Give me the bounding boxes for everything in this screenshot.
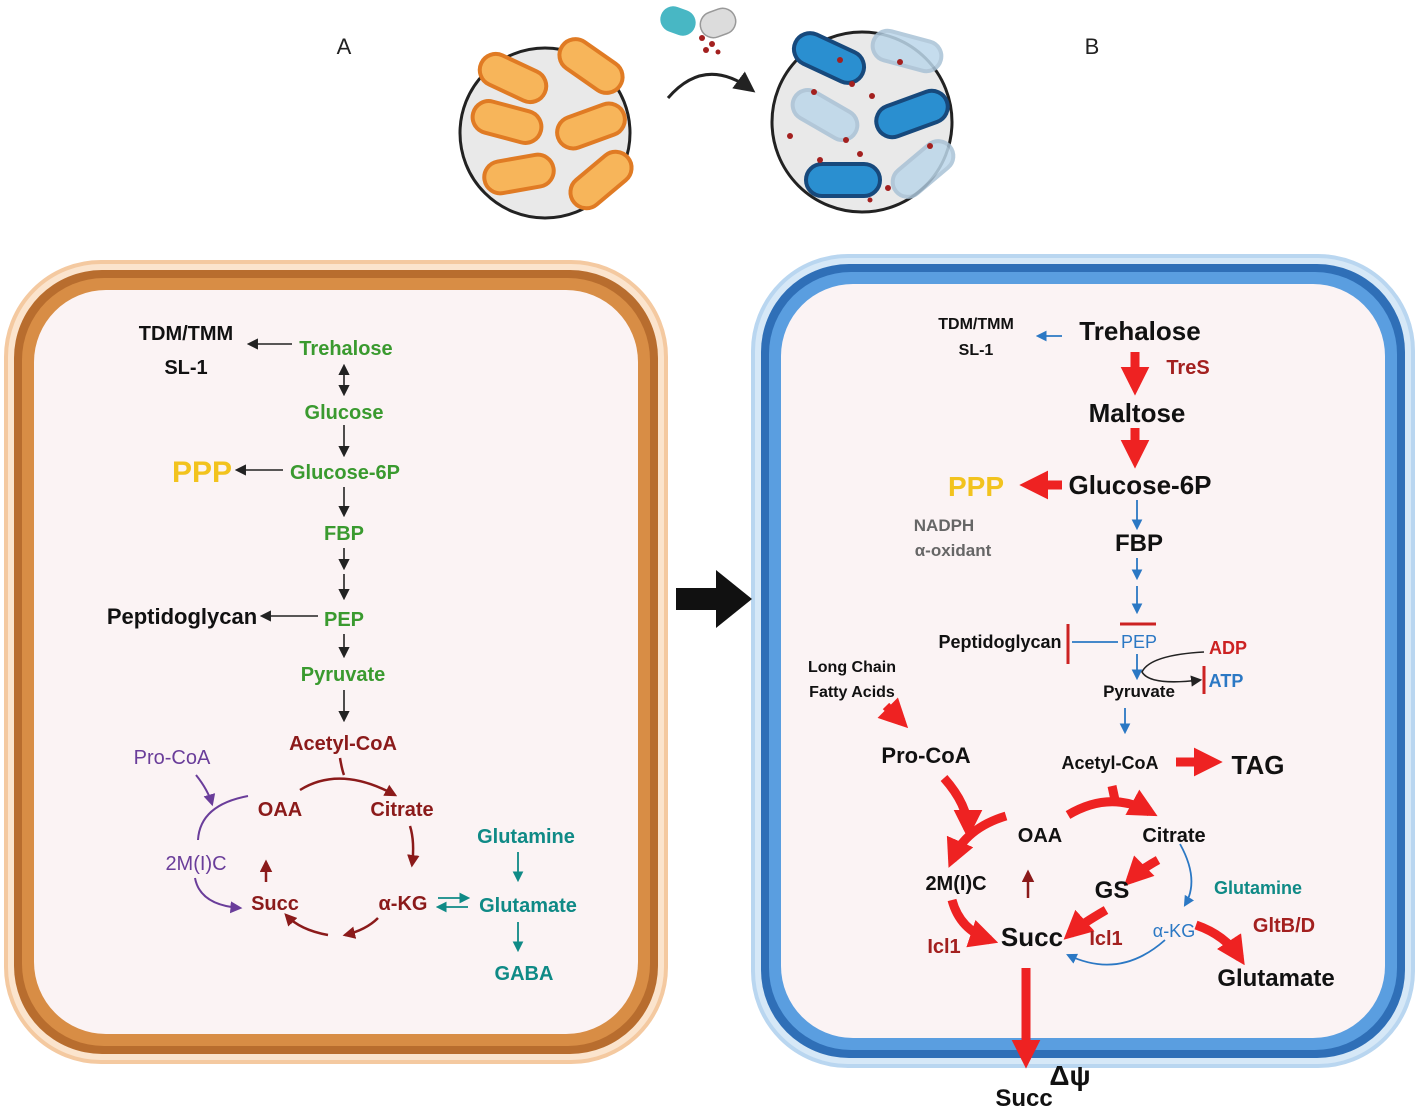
b-icl1-left: Icl1 (927, 936, 960, 958)
panel-label-a: A (337, 34, 352, 59)
panel-a-frame (4, 260, 668, 1064)
a-tdm-tmm: TDM/TMM (139, 323, 233, 345)
b-gltbd: GltB/D (1253, 915, 1315, 937)
b-atp: ATP (1209, 671, 1244, 691)
b-gs: GS (1095, 877, 1130, 904)
b-trehalose: Trehalose (1079, 316, 1200, 346)
b-fbp: FBP (1115, 530, 1163, 557)
a-oaa: OAA (258, 799, 302, 821)
panel-b-frame (751, 254, 1415, 1068)
treatment-arrow (666, 71, 756, 99)
b-peptidoglycan: Peptidoglycan (938, 632, 1061, 652)
b-long-chain: Long Chain (808, 659, 896, 676)
a-akg: α-KG (379, 893, 428, 915)
a-gaba: GABA (495, 963, 554, 985)
a-glucose6p: Glucose-6P (290, 462, 400, 484)
b-nadph: NADPH (914, 516, 974, 535)
panel-label-b: B (1085, 34, 1100, 59)
b-maltose: Maltose (1089, 398, 1186, 428)
b-pro-coa: Pro-CoA (881, 743, 970, 768)
a-glucose: Glucose (305, 402, 384, 424)
a-succ: Succ (251, 893, 299, 915)
b-acetyl-coa: Acetyl-CoA (1061, 753, 1158, 773)
a-ppp: PPP (172, 456, 232, 489)
b-ppp: PPP (948, 471, 1004, 502)
b-succ: Succ (1001, 922, 1063, 952)
a-2mic: 2M(I)C (165, 853, 226, 875)
a-pyruvate: Pyruvate (301, 664, 386, 686)
panel-b-pathway: TDM/TMM SL-1 Trehalose TreS Maltose PPP … (808, 316, 1335, 1110)
a-pep: PEP (324, 609, 364, 631)
a-sl1: SL-1 (164, 357, 207, 379)
a-peptidoglycan: Peptidoglycan (107, 604, 257, 629)
antibiotic-capsule-icon (660, 6, 737, 55)
b-citrate: Citrate (1142, 825, 1205, 847)
a-glutamine: Glutamine (477, 826, 575, 848)
b-succ-out: Succ (995, 1085, 1052, 1110)
a-acetyl-coa: Acetyl-CoA (289, 733, 397, 755)
b-oaa: OAA (1018, 825, 1062, 847)
b-pyruvate: Pyruvate (1103, 682, 1175, 701)
b-glutamine: Glutamine (1214, 878, 1302, 898)
b-adp: ADP (1209, 638, 1247, 658)
b-tres: TreS (1166, 357, 1209, 379)
b-dpsi: Δψ (1049, 1060, 1090, 1091)
panel-a-pathway: TDM/TMM SL-1 Trehalose Glucose PPP Gluco… (107, 323, 577, 985)
b-2mic: 2M(I)C (925, 873, 986, 895)
b-pep: PEP (1121, 632, 1157, 652)
b-fatty-acids: Fatty Acids (809, 684, 895, 701)
b-glucose6p: Glucose-6P (1068, 470, 1211, 500)
b-glutamate: Glutamate (1217, 965, 1334, 992)
bacteria-before-illustration (458, 37, 634, 220)
a-pro-coa: Pro-CoA (134, 747, 211, 769)
bacteria-after-illustration (770, 28, 956, 214)
b-a-oxidant: α-oxidant (915, 541, 992, 560)
b-icl1-right: Icl1 (1089, 928, 1122, 950)
a-glutamate: Glutamate (479, 895, 577, 917)
b-sl1: SL-1 (959, 342, 994, 359)
a-fbp: FBP (324, 523, 364, 545)
transition-arrow (676, 570, 752, 628)
b-akg: α-KG (1153, 921, 1195, 941)
a-trehalose: Trehalose (299, 338, 392, 360)
b-tag: TAG (1232, 750, 1285, 780)
a-citrate: Citrate (370, 799, 433, 821)
b-tdm-tmm: TDM/TMM (938, 316, 1014, 333)
